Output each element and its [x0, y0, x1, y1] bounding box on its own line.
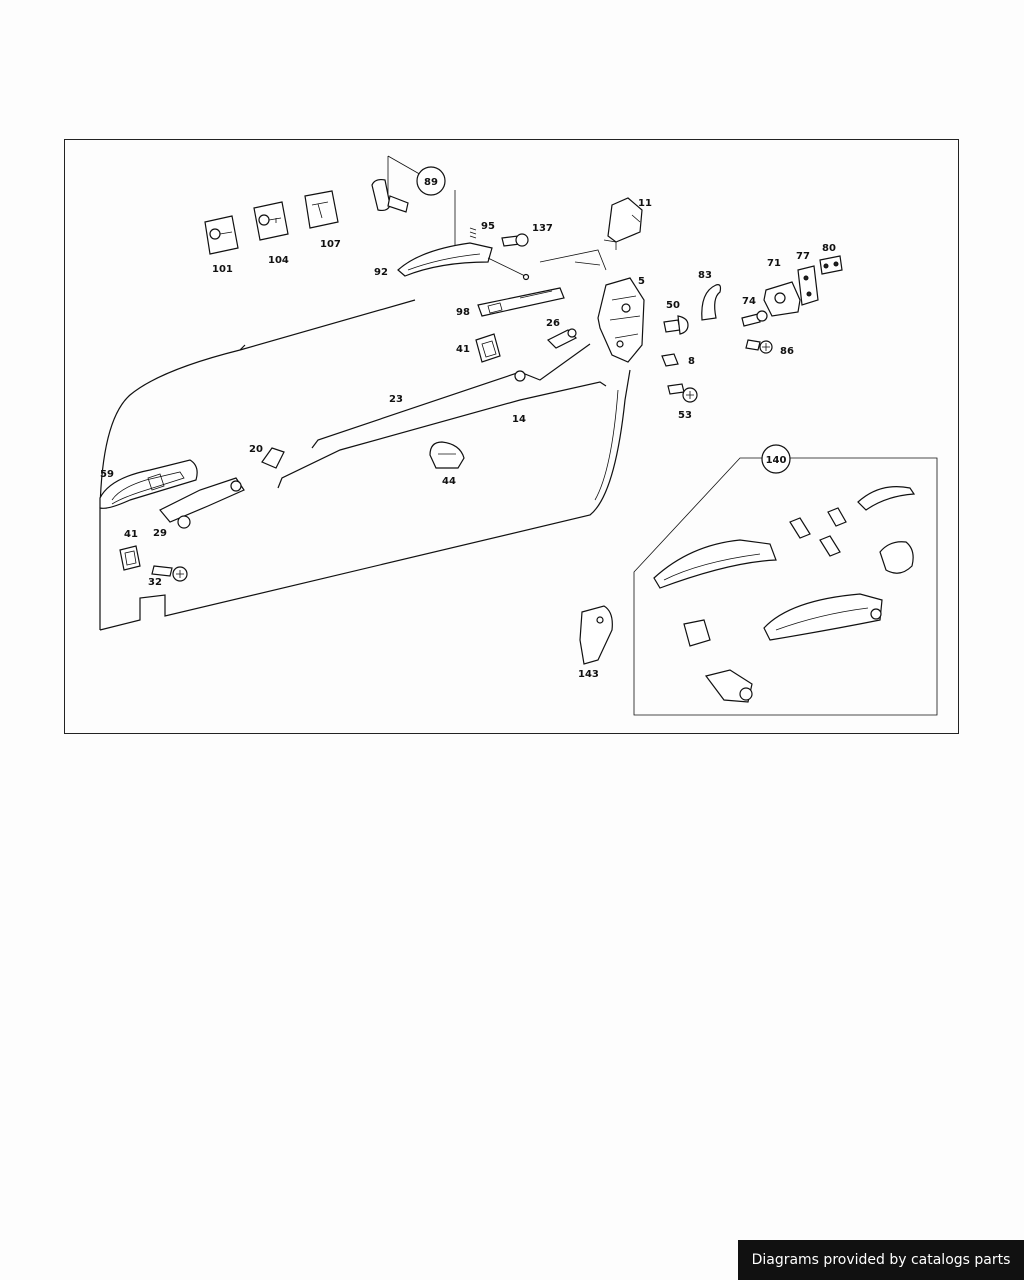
footer-banner: Diagrams provided by catalogs parts: [738, 1240, 1024, 1280]
rod-23: 23: [311, 343, 591, 449]
label-143: 143: [578, 669, 599, 680]
plate-80: 80: [819, 243, 843, 275]
inner-handle-59: 59: [99, 459, 198, 509]
door-panel: [99, 249, 631, 631]
label-71: 71: [767, 258, 781, 269]
label-101: 101: [212, 264, 233, 275]
plate-77: 77: [796, 251, 819, 306]
spring-95: 95: [469, 221, 495, 239]
label-29: 29: [153, 528, 167, 539]
clip-26: 26: [546, 318, 578, 349]
label-20: 20: [249, 444, 263, 455]
label-23: 23: [389, 394, 403, 405]
clip-41-top: 41: [456, 333, 501, 363]
label-5: 5: [638, 276, 645, 287]
clip-44: 44: [429, 441, 465, 487]
key-tag-107: 107: [304, 190, 341, 250]
callout-140-label: 140: [766, 455, 787, 466]
label-92: 92: [374, 267, 388, 278]
key-tag-104: 104: [253, 201, 289, 266]
insert-98: 98: [456, 287, 565, 318]
callout-89-group: 89: [371, 155, 456, 245]
callout-140-group: 140: [633, 444, 938, 716]
label-104: 104: [268, 255, 289, 266]
label-77: 77: [796, 251, 810, 262]
clip-20: 20: [249, 444, 285, 469]
label-107: 107: [320, 239, 341, 250]
label-98: 98: [456, 307, 470, 318]
label-26: 26: [546, 318, 560, 329]
lever-29: 29: [153, 477, 245, 539]
label-32: 32: [148, 577, 162, 588]
label-137: 137: [532, 223, 553, 234]
label-80: 80: [822, 243, 836, 254]
label-41-top: 41: [456, 344, 470, 355]
label-74: 74: [742, 296, 756, 307]
screw-74: 74: [741, 296, 768, 327]
screw-50: 50: [663, 300, 689, 335]
bolt-137: 137: [501, 223, 553, 247]
callout-89-label: 89: [424, 177, 438, 188]
bracket-11: 11: [603, 197, 652, 250]
key-tag-101: 101: [204, 215, 239, 275]
screw-53: 53: [667, 383, 698, 421]
rod-14: 14: [277, 381, 607, 489]
clip-83: 83: [698, 270, 722, 321]
label-41-lower: 41: [124, 529, 138, 540]
callout-circle-89: [416, 166, 446, 196]
outer-handle-92: 92: [374, 242, 530, 281]
clip-41-lower: 41: [119, 529, 141, 571]
label-44: 44: [442, 476, 456, 487]
clip-8: 8: [661, 353, 695, 367]
callout-circle-140: [761, 444, 791, 474]
label-53: 53: [678, 410, 692, 421]
label-11: 11: [638, 198, 652, 209]
label-95: 95: [481, 221, 495, 232]
screw-32: 32: [148, 565, 188, 588]
label-86: 86: [780, 346, 794, 357]
door-lock-5: 5: [597, 276, 645, 363]
screw-86: 86: [745, 339, 794, 357]
label-59: 59: [100, 469, 114, 480]
label-8: 8: [688, 356, 695, 367]
bracket-143: 143: [578, 605, 613, 680]
label-50: 50: [666, 300, 680, 311]
label-14: 14: [512, 414, 526, 425]
striker-71: 71: [763, 258, 801, 317]
label-83: 83: [698, 270, 712, 281]
